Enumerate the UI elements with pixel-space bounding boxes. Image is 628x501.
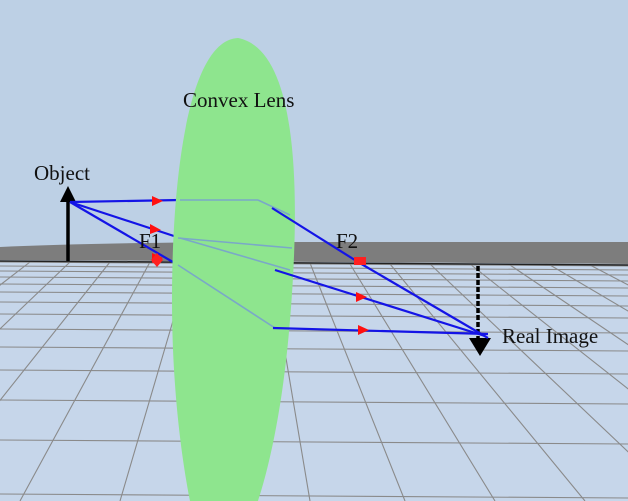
rays-through-lens: [177, 199, 293, 329]
focal-label-f1: F1: [139, 229, 162, 253]
focal-label-f2: F2: [336, 229, 359, 253]
focal-markers: [151, 253, 366, 267]
floor-grid: [0, 261, 628, 501]
ray-marker-2: [150, 224, 161, 234]
ray-marker-4: [356, 292, 367, 302]
real-image-label: Real Image: [502, 324, 599, 348]
ray-marker-5: [358, 325, 369, 335]
convex-lens: [172, 38, 295, 501]
lens-label: Convex Lens: [183, 88, 295, 112]
object-arrow: [60, 186, 76, 261]
rays-refracted: [271, 207, 489, 339]
real-image-arrow: [469, 266, 491, 356]
focal-marker-f2: [354, 257, 366, 265]
ray-marker-1: [152, 196, 163, 206]
rays-incident: [69, 198, 181, 266]
optical-axis: [0, 260, 628, 266]
floor-plane: [0, 260, 628, 501]
focal-marker-f1: [151, 253, 163, 267]
object-label: Object: [34, 161, 90, 185]
